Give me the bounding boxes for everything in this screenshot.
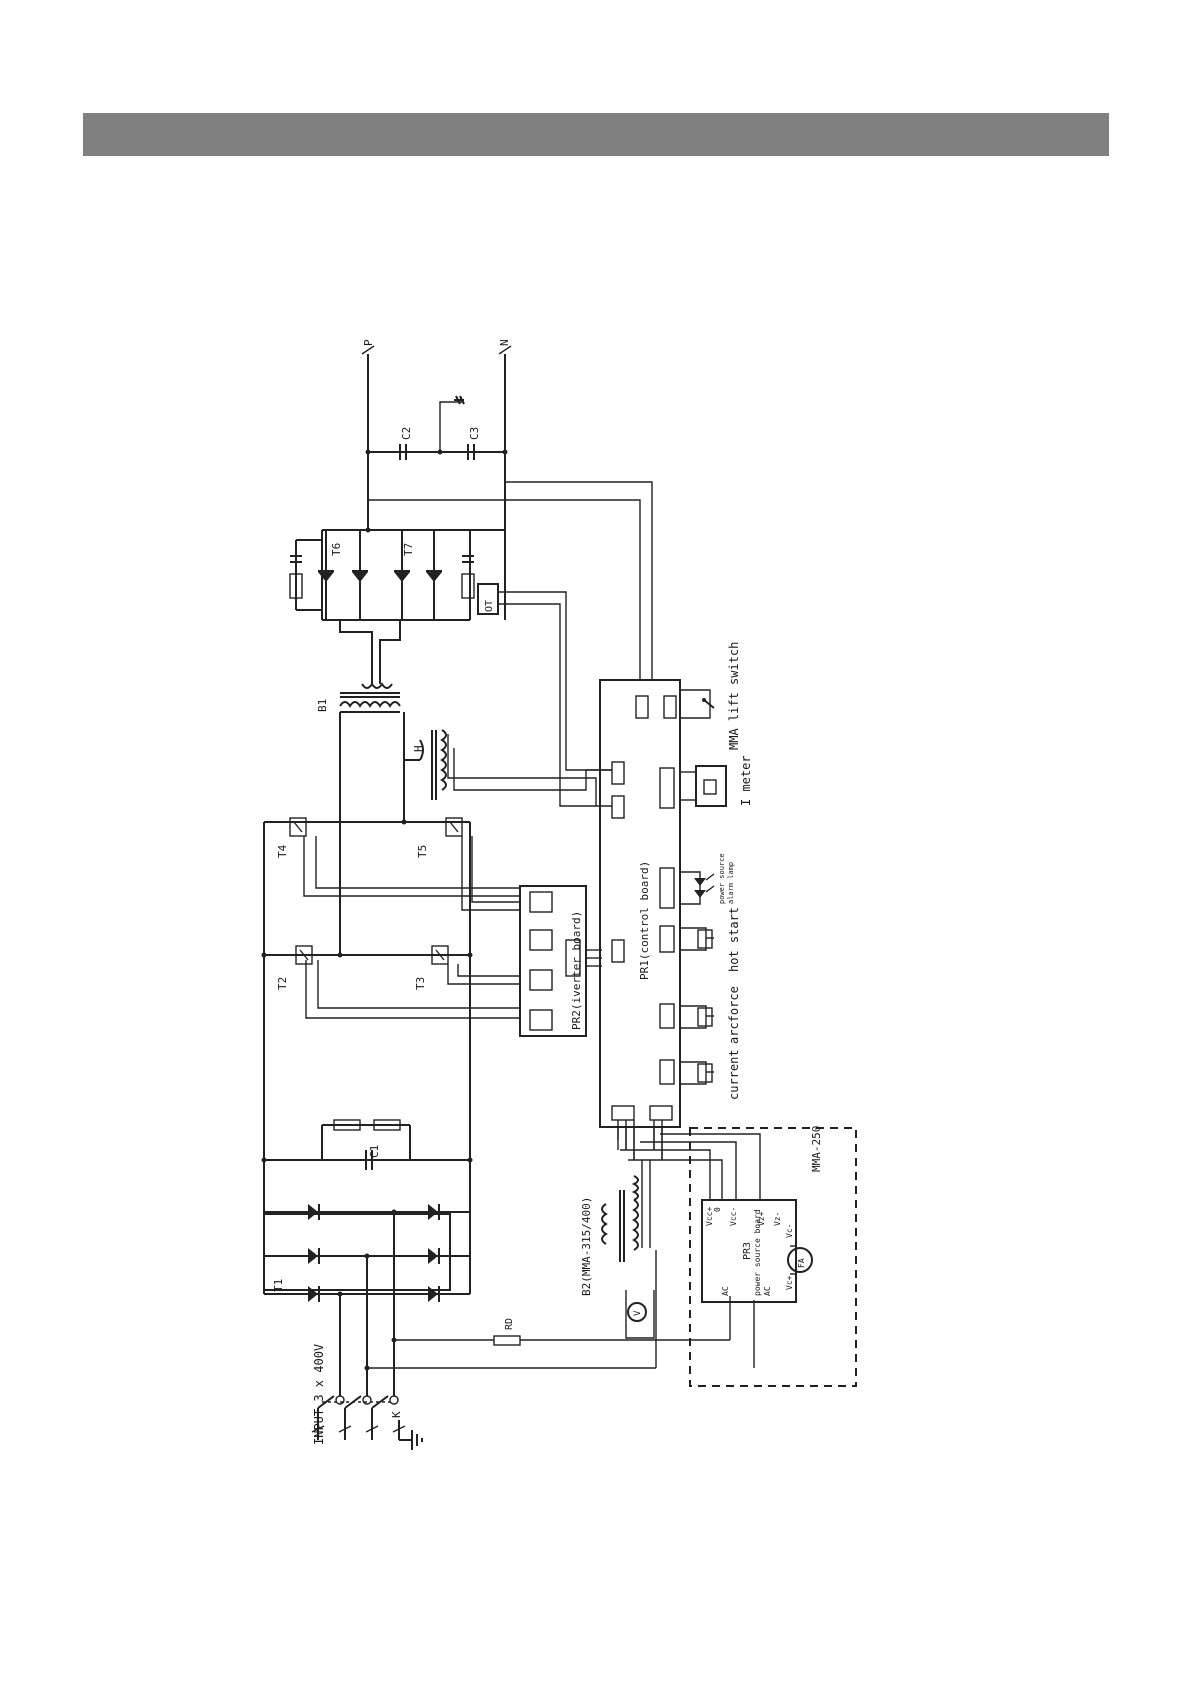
capacitor-c1-label: C1 (368, 1145, 381, 1158)
output-rails (362, 346, 652, 680)
output-diodes (290, 500, 474, 684)
pot-hotstart (680, 928, 714, 950)
fan-fa-label: FA (797, 1258, 806, 1268)
igbt-t5 (446, 818, 462, 836)
ammeter-label: I meter (739, 755, 753, 806)
diode-t7-label: T7 (402, 543, 415, 556)
thermal-switch-ot (478, 584, 612, 806)
inductor-h-label: H (412, 745, 425, 752)
pr3-vc-plus: Vc+ (785, 1275, 794, 1290)
transformer-b1 (340, 684, 404, 760)
output-p-label: P (362, 339, 375, 346)
igbt-t3 (340, 946, 470, 964)
aux-wiring (618, 1127, 662, 1160)
pr3-vz-plus: Vz+ (757, 1211, 766, 1226)
indicator-lamps (680, 872, 714, 904)
transformer-b1-label: B1 (316, 699, 329, 712)
switch-k (318, 1396, 398, 1420)
transformer-b2 (602, 1120, 662, 1338)
igbt-t4-label: T4 (276, 844, 289, 858)
mma-250-label: MMA-250 (810, 1126, 823, 1172)
lamp-power-label: power source (718, 853, 726, 904)
pot-arcforce-label: arcforce (727, 986, 741, 1044)
pr3-vz-minus: Vz- (773, 1212, 782, 1226)
pot-current-label: current (727, 1049, 741, 1100)
ammeter (680, 766, 726, 806)
capacitor-c1 (322, 1120, 410, 1170)
inductor-h (404, 730, 612, 806)
switch-k-label: K (390, 1411, 403, 1418)
igbt-t2-label: T2 (276, 977, 289, 990)
pot-current (680, 1062, 714, 1084)
igbt-t2 (264, 946, 340, 964)
igbt-t4 (290, 818, 306, 836)
diode-t6-label: T6 (330, 543, 343, 556)
capacitor-c3-label: C3 (468, 427, 481, 440)
mma-lift-switch (680, 690, 714, 718)
pr3-ac1: AC (721, 1286, 730, 1296)
igbt-t3-label: T3 (414, 977, 427, 990)
input-terminals (312, 1420, 422, 1450)
pot-hotstart-label: hot start (727, 907, 741, 972)
fuse-rd (365, 1250, 755, 1371)
capacitor-c2-label: C2 (400, 427, 413, 440)
pr3-label: PR3 (742, 1242, 753, 1260)
igbt-t5-label: T5 (416, 845, 429, 858)
pr3-ac2: AC (763, 1286, 772, 1296)
thermal-switch-ot-label: OT (484, 600, 495, 612)
pr1-label: PR1(control board) (638, 861, 651, 980)
pr3-vc-minus: Vc- (785, 1224, 794, 1238)
pr3-zero: 0 (713, 1207, 722, 1212)
pr2-inverter-board (520, 886, 602, 1036)
output-n-label: N (498, 339, 511, 346)
pr3-vcc-minus: Vcc- (729, 1207, 738, 1226)
pr2-label: PR2(iverter board) (570, 911, 583, 1030)
lamp-alarm-label: alarm lamp (727, 862, 735, 904)
input-label: INPUT 3 x 400V (312, 1344, 326, 1445)
gate-drive-wires (304, 836, 520, 1018)
pot-arcforce (680, 1006, 714, 1028)
fan-v-label: V (633, 1310, 643, 1316)
bridge-t1-label: T1 (272, 1279, 285, 1292)
mma-lift-switch-label: MMA lift switch (727, 642, 741, 750)
transformer-b2-label: B2(MMA-315/400) (580, 1197, 593, 1296)
fuse-rd-label: RD (504, 1318, 515, 1330)
bridge-midpoints (338, 712, 407, 958)
